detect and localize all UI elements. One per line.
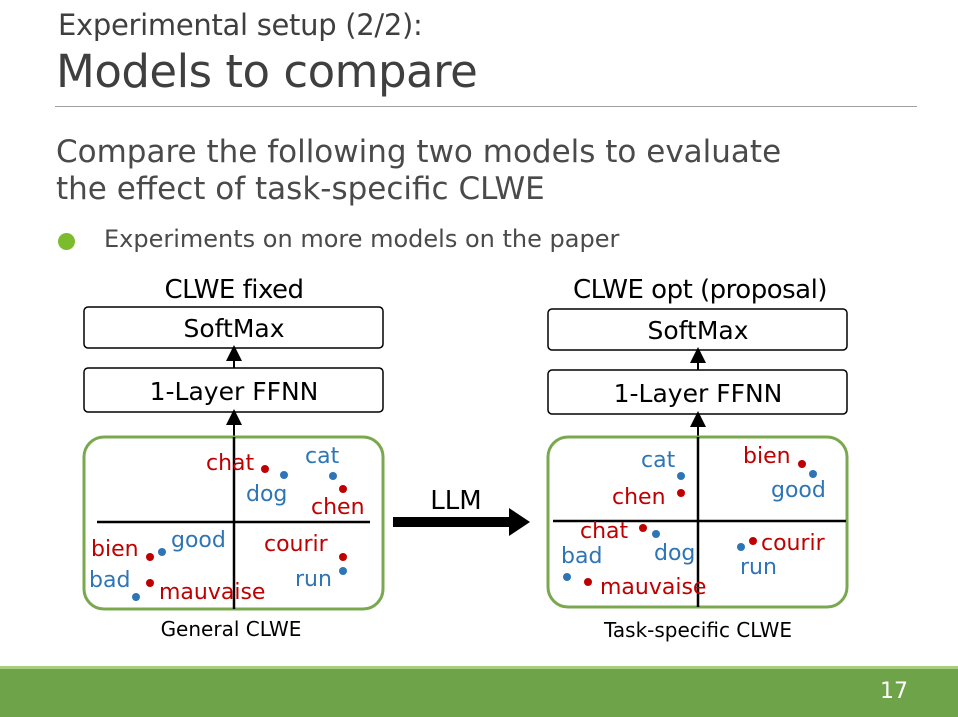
right-model: CLWE opt (proposal) SoftMax 1-Layer FFNN…	[546, 275, 849, 642]
right-word-run: run	[740, 555, 777, 580]
right-point-run	[737, 543, 745, 551]
left-softmax-label: SoftMax	[183, 314, 284, 343]
left-word-run: run	[295, 567, 332, 592]
left-word-cat: cat	[305, 444, 340, 469]
left-word-chat: chat	[206, 451, 255, 476]
right-word-good: good	[771, 478, 826, 503]
left-point-cat	[329, 472, 337, 480]
llm-arrow-head	[509, 508, 530, 536]
left-point-chat	[261, 465, 269, 473]
right-softmax-label: SoftMax	[647, 316, 748, 345]
llm-arrow: LLM	[393, 486, 530, 536]
right-word-mauvaise: mauvaise	[600, 575, 706, 600]
left-point-dog	[280, 471, 288, 479]
right-caption: Task-specific CLWE	[603, 618, 792, 642]
bullet-dot-icon	[58, 233, 75, 250]
left-word-bad: bad	[89, 568, 130, 593]
right-point-bad	[563, 573, 571, 581]
lead-line-1: Compare the following two models to eval…	[56, 134, 782, 170]
lead-line-2: the effect of task-specific CLWE	[56, 171, 545, 207]
right-point-good	[809, 470, 817, 478]
left-model: CLWE fixed SoftMax 1-Layer FFNN chat cat…	[82, 275, 385, 641]
right-model-title: CLWE opt (proposal)	[573, 275, 827, 305]
left-ffnn-label: 1-Layer FFNN	[150, 377, 319, 406]
left-word-good: good	[171, 528, 226, 553]
left-point-good	[158, 548, 166, 556]
right-point-bien	[798, 460, 806, 468]
right-word-dog: dog	[654, 541, 695, 566]
left-word-courir: courir	[264, 532, 329, 557]
right-word-chen: chen	[612, 485, 666, 510]
left-point-run	[339, 567, 347, 575]
right-point-courir	[749, 537, 757, 545]
footer-bar: 17	[0, 669, 958, 717]
right-point-cat	[677, 472, 685, 480]
left-word-mauvaise: mauvaise	[159, 580, 265, 605]
left-point-chen	[339, 485, 347, 493]
lead-text: Compare the following two models to eval…	[56, 134, 781, 208]
right-word-cat: cat	[641, 448, 676, 473]
right-word-courir: courir	[761, 531, 826, 556]
left-point-bad	[132, 593, 140, 601]
right-word-chat: chat	[580, 519, 629, 544]
title-divider	[55, 106, 917, 107]
llm-arrow-shaft	[393, 517, 511, 527]
right-ffnn-label: 1-Layer FFNN	[614, 379, 783, 408]
right-point-chen	[677, 489, 685, 497]
left-model-title: CLWE fixed	[164, 275, 303, 305]
left-caption: General CLWE	[161, 617, 302, 641]
page-number: 17	[880, 679, 908, 704]
right-point-mauvaise	[584, 578, 592, 586]
right-point-chat	[639, 524, 647, 532]
slide-subtitle: Experimental setup (2/2):	[58, 8, 423, 42]
left-word-dog: dog	[246, 482, 287, 507]
right-point-dog	[652, 530, 660, 538]
right-word-bad: bad	[561, 544, 602, 569]
right-word-bien: bien	[743, 444, 791, 469]
slide-title: Models to compare	[56, 45, 478, 98]
left-point-mauvaise	[146, 579, 154, 587]
footer-divider	[0, 666, 958, 669]
left-word-chen: chen	[311, 495, 365, 520]
left-word-bien: bien	[91, 537, 139, 562]
llm-arrow-label: LLM	[430, 486, 481, 516]
left-point-bien	[146, 553, 154, 561]
bullet-text: Experiments on more models on the paper	[104, 225, 620, 253]
left-point-courir	[339, 553, 347, 561]
